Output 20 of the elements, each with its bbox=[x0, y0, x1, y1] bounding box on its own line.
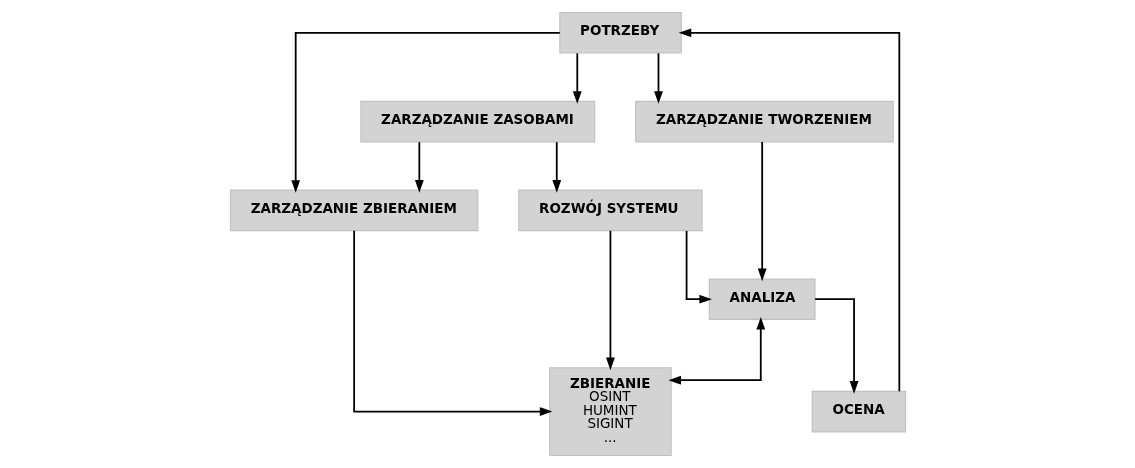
node-box: OCENA bbox=[811, 390, 906, 433]
arrow bbox=[572, 52, 582, 104]
arrow bbox=[813, 298, 858, 394]
node-box: ZARZĄDZANIE ZASOBAMI bbox=[359, 100, 595, 143]
node-box: ZARZĄDZANIE TWORZENIEM bbox=[634, 100, 894, 143]
arrow bbox=[605, 229, 615, 371]
arrow bbox=[685, 230, 712, 304]
node-box: POTRZEBY bbox=[558, 12, 682, 54]
arrow bbox=[414, 141, 424, 193]
arrow bbox=[678, 28, 900, 393]
node-box: ZBIERANIE OSINT HUMINT SIGINT ... bbox=[548, 367, 672, 456]
arrow bbox=[667, 316, 765, 385]
arrow bbox=[290, 31, 561, 193]
arrow bbox=[551, 141, 561, 193]
arrow bbox=[653, 52, 663, 104]
node-box: ROZWÓJ SYSTEMU bbox=[517, 189, 703, 232]
node-box: ANALIZA bbox=[708, 278, 816, 320]
node-box: ZARZĄDZANIE ZBIERANIEM bbox=[229, 189, 478, 232]
arrow bbox=[757, 141, 767, 282]
arrow bbox=[352, 229, 552, 416]
